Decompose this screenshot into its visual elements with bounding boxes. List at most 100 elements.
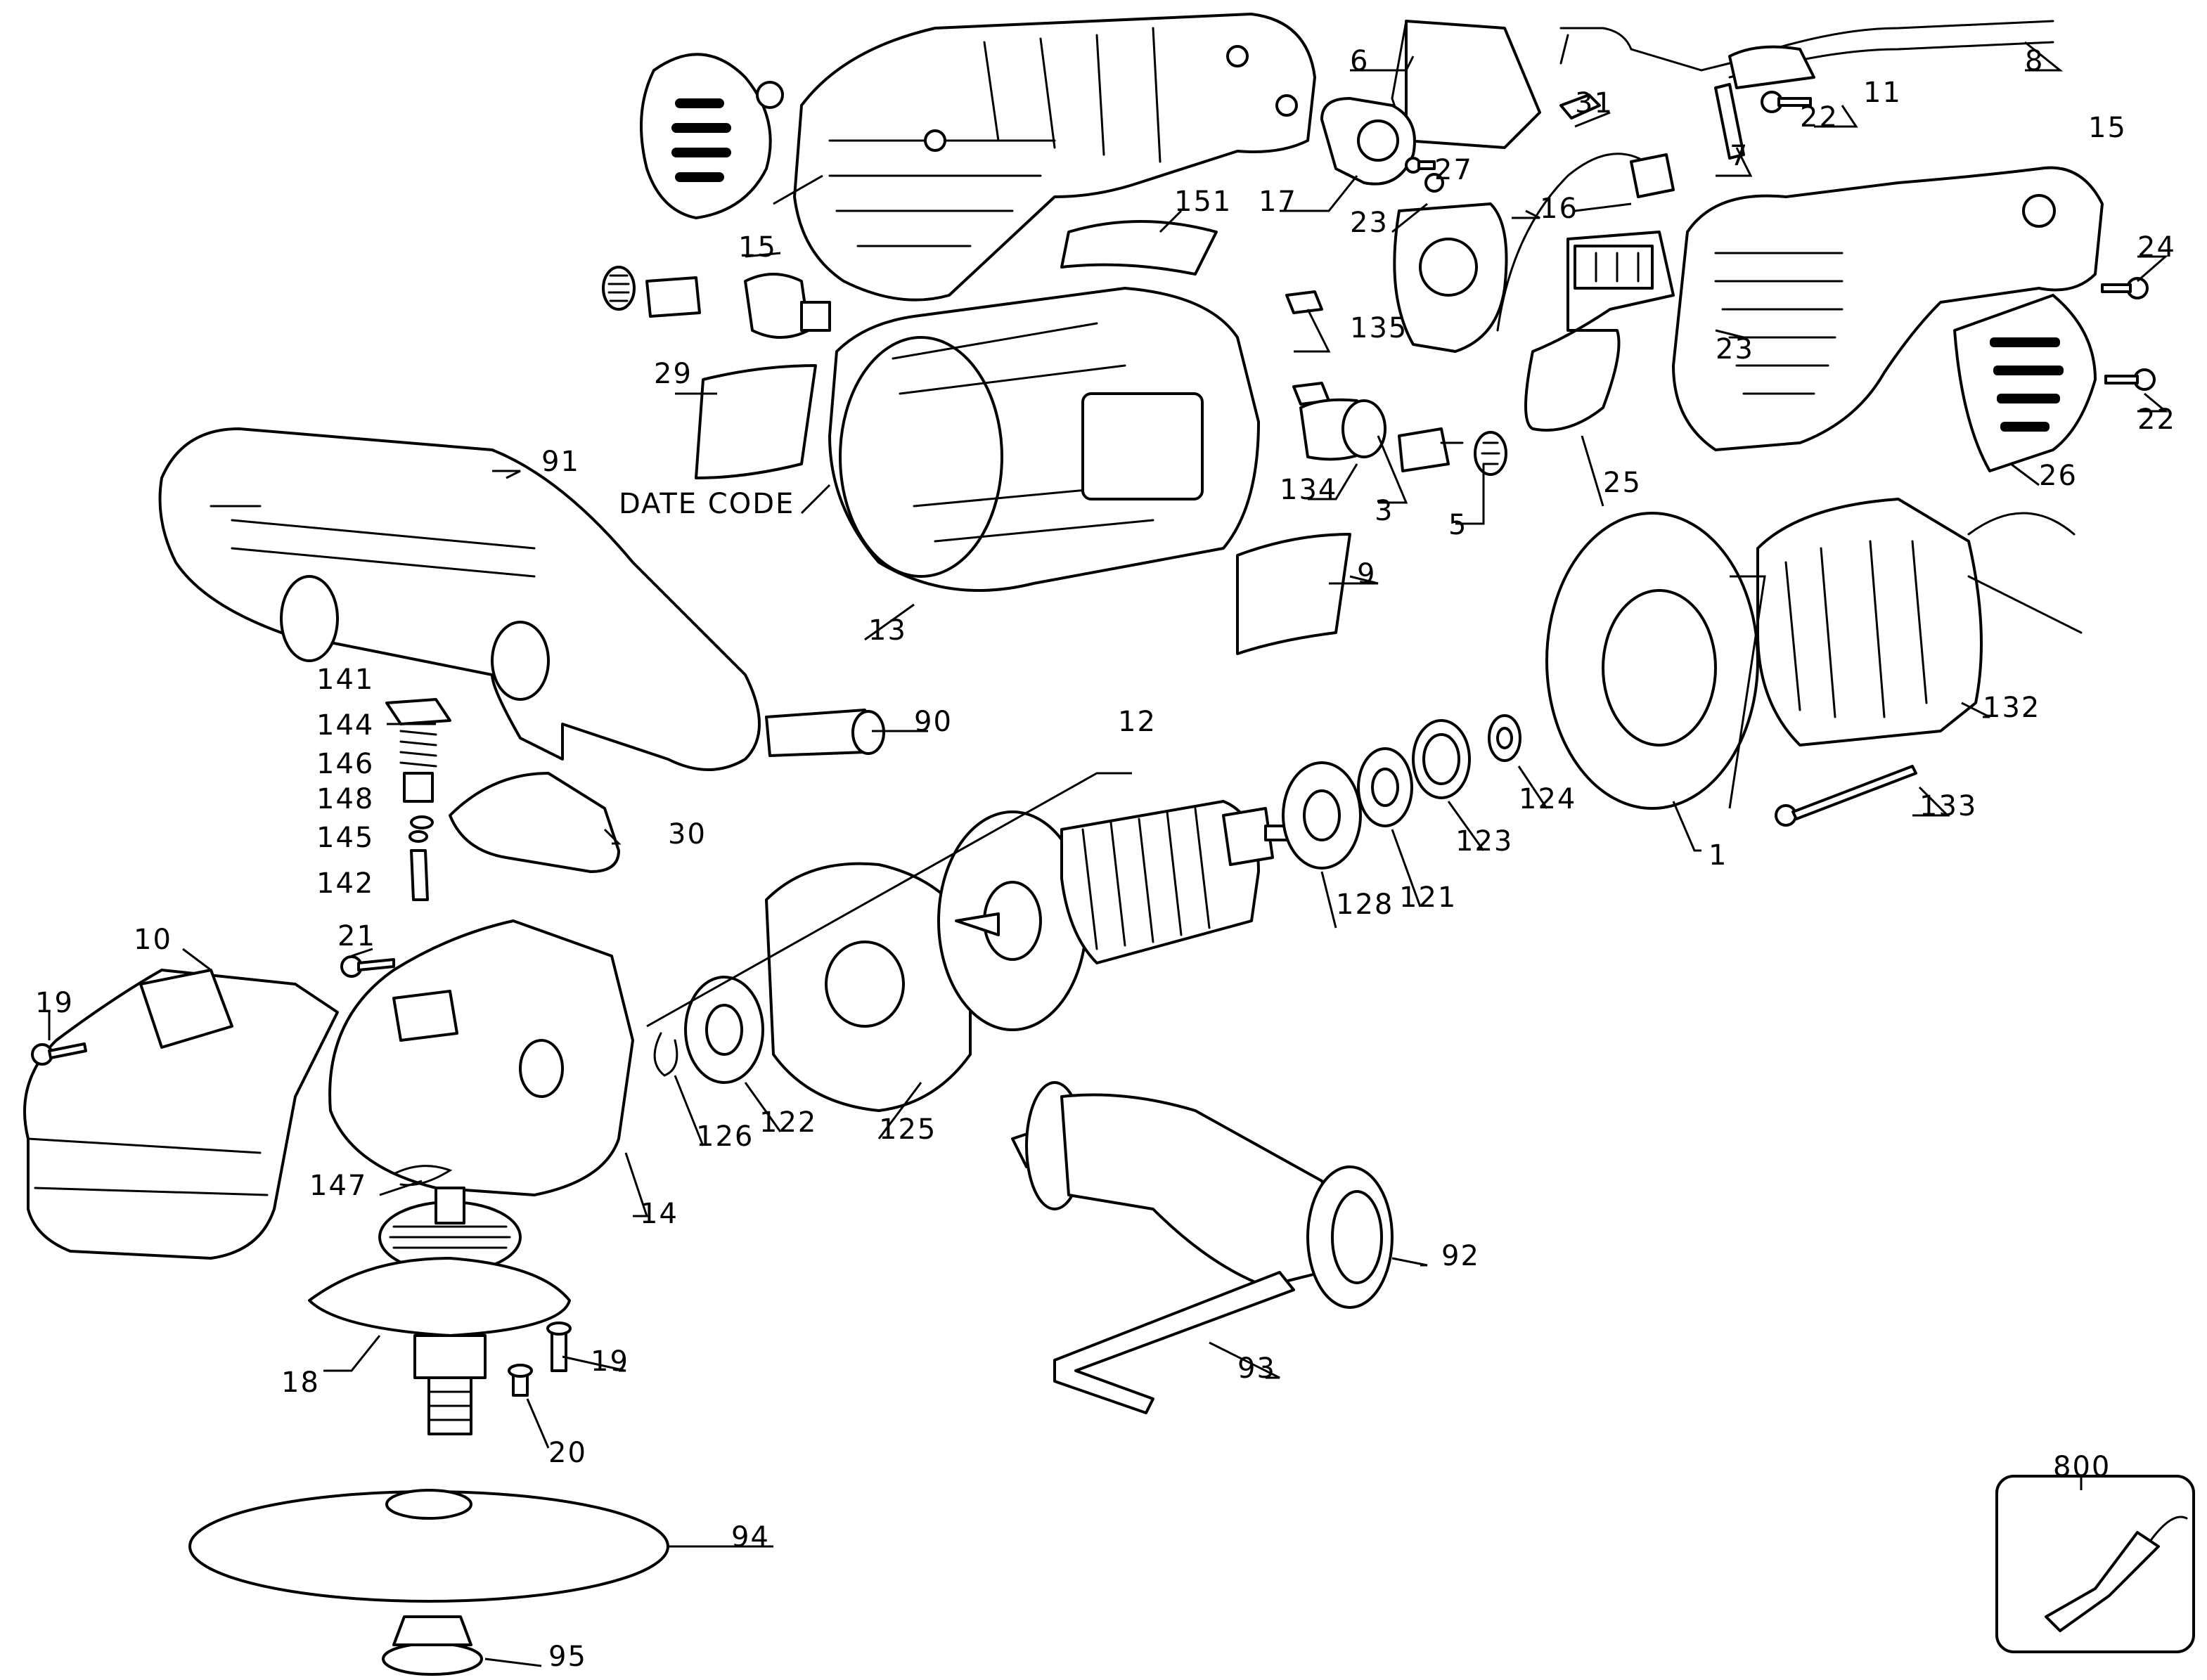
part-95-flange-nut (382, 1615, 483, 1676)
part-124-bearing (1488, 714, 1521, 762)
part-switch-base (1393, 202, 1508, 353)
callout-23a: 23 (1350, 207, 1389, 239)
callout-labels: 1 3 5 6 7 8 9 10 11 12 13 14 15 15 16 17… (35, 45, 2176, 1673)
callout-94: 94 (731, 1521, 770, 1553)
part-10-gear-cover (23, 969, 339, 1260)
part-142-pin (410, 849, 429, 901)
part-8-cord (1728, 20, 2054, 89)
part-brush-left (645, 276, 701, 318)
callout-135: 135 (1350, 312, 1408, 344)
callout-134: 134 (1280, 474, 1337, 506)
part-91-bail-handle (158, 427, 761, 771)
callout-17: 17 (1259, 186, 1297, 218)
part-3-brush (1398, 427, 1464, 472)
callout-9: 9 (1357, 558, 1376, 590)
part-30-cover (449, 772, 620, 873)
part-20-screw (508, 1364, 533, 1397)
callout-26: 26 (2039, 460, 2078, 492)
callout-23b: 23 (1716, 333, 1754, 366)
part-brush-holder-left (744, 273, 831, 339)
leader-lines (48, 41, 2169, 1667)
callout-128: 128 (1336, 889, 1394, 921)
callout-13: 13 (868, 614, 907, 647)
part-132-field (1756, 498, 2083, 747)
part-125-baffle (765, 862, 972, 1112)
part-13-motor-housing (828, 287, 1260, 592)
callout-145: 145 (316, 822, 374, 854)
callout-19a: 19 (35, 987, 74, 1019)
callout-125: 125 (879, 1113, 937, 1146)
callout-122: 122 (759, 1106, 817, 1139)
part-147-retaining-ring (392, 1165, 453, 1187)
part-148-washer (410, 815, 434, 829)
part-7-clamp (1714, 83, 1745, 160)
callout-24: 24 (2137, 231, 2176, 264)
part-22-screw-top (1761, 91, 1812, 113)
callout-16: 16 (1540, 193, 1578, 225)
part-90-bolt (765, 709, 885, 757)
part-25-switch (1524, 231, 1675, 432)
part-24-screw (2101, 277, 2149, 299)
callout-18: 18 (281, 1366, 320, 1399)
part-141-button (385, 698, 451, 725)
callout-141: 141 (316, 664, 374, 696)
callout-800: 800 (2053, 1451, 2111, 1483)
part-18-spindle-assembly (308, 1187, 571, 1435)
part-27-screw (1405, 157, 1436, 174)
callout-1: 1 (1709, 839, 1727, 872)
callout-15a: 15 (738, 231, 777, 264)
callout-21: 21 (337, 920, 376, 952)
callout-29: 29 (654, 358, 693, 390)
callout-121: 121 (1399, 881, 1457, 914)
callout-22b: 22 (2137, 403, 2176, 436)
part-19-screw-bottom (546, 1322, 572, 1372)
part-29-label (695, 364, 817, 479)
part-23-screw-a (1424, 173, 1444, 193)
callout-144: 144 (316, 709, 374, 742)
callout-8: 8 (2025, 45, 2044, 77)
callout-27: 27 (1434, 154, 1473, 186)
part-11-cord-wire (1559, 27, 1731, 72)
callout-31: 31 (1575, 87, 1614, 119)
part-145-ring (408, 830, 428, 843)
callout-10: 10 (134, 924, 172, 956)
callout-11: 11 (1863, 77, 1902, 109)
callout-126: 126 (696, 1120, 754, 1153)
callout-19b: 19 (591, 1345, 629, 1378)
part-15-rear-cover (640, 53, 784, 219)
callout-92: 92 (1441, 1240, 1480, 1272)
part-22-screw-right (2104, 368, 2156, 391)
part-21-screw (340, 955, 395, 978)
part-1-baffle (1545, 512, 1759, 810)
callout-123: 123 (1455, 825, 1513, 858)
callout-5: 5 (1448, 509, 1467, 541)
callout-30: 30 (668, 818, 707, 851)
part-17-brush-holder (1320, 97, 1416, 186)
part-122-bearing (684, 976, 764, 1084)
part-14-gear-case (328, 919, 634, 1196)
part-146-pin-head (403, 772, 434, 803)
part-92-side-handle (1011, 1081, 1394, 1309)
part-151-label (1060, 220, 1218, 276)
part-800-kit (1995, 1475, 2195, 1653)
part-94-backing-pad (188, 1489, 669, 1603)
part-128-bearing (1282, 761, 1362, 870)
part-16-wiring (1496, 153, 1675, 332)
date-code-label: DATE CODE (619, 488, 794, 520)
part-121-bearing (1357, 747, 1413, 827)
part-26-grille (1953, 294, 2097, 472)
part-134-brush-holder (1299, 398, 1386, 461)
callout-124: 124 (1519, 783, 1576, 815)
callout-12: 12 (1118, 706, 1157, 738)
part-133-screw (1775, 765, 1917, 827)
part-15-housing-half (793, 13, 1316, 302)
part-123-bearing (1412, 719, 1471, 799)
callout-133: 133 (1919, 790, 1977, 822)
part-144-spring (399, 730, 437, 768)
callout-15b: 15 (2088, 112, 2127, 144)
part-31-clip (1559, 93, 1601, 119)
callout-7: 7 (1730, 140, 1749, 172)
callout-6: 6 (1350, 45, 1369, 77)
callout-91: 91 (541, 446, 580, 478)
